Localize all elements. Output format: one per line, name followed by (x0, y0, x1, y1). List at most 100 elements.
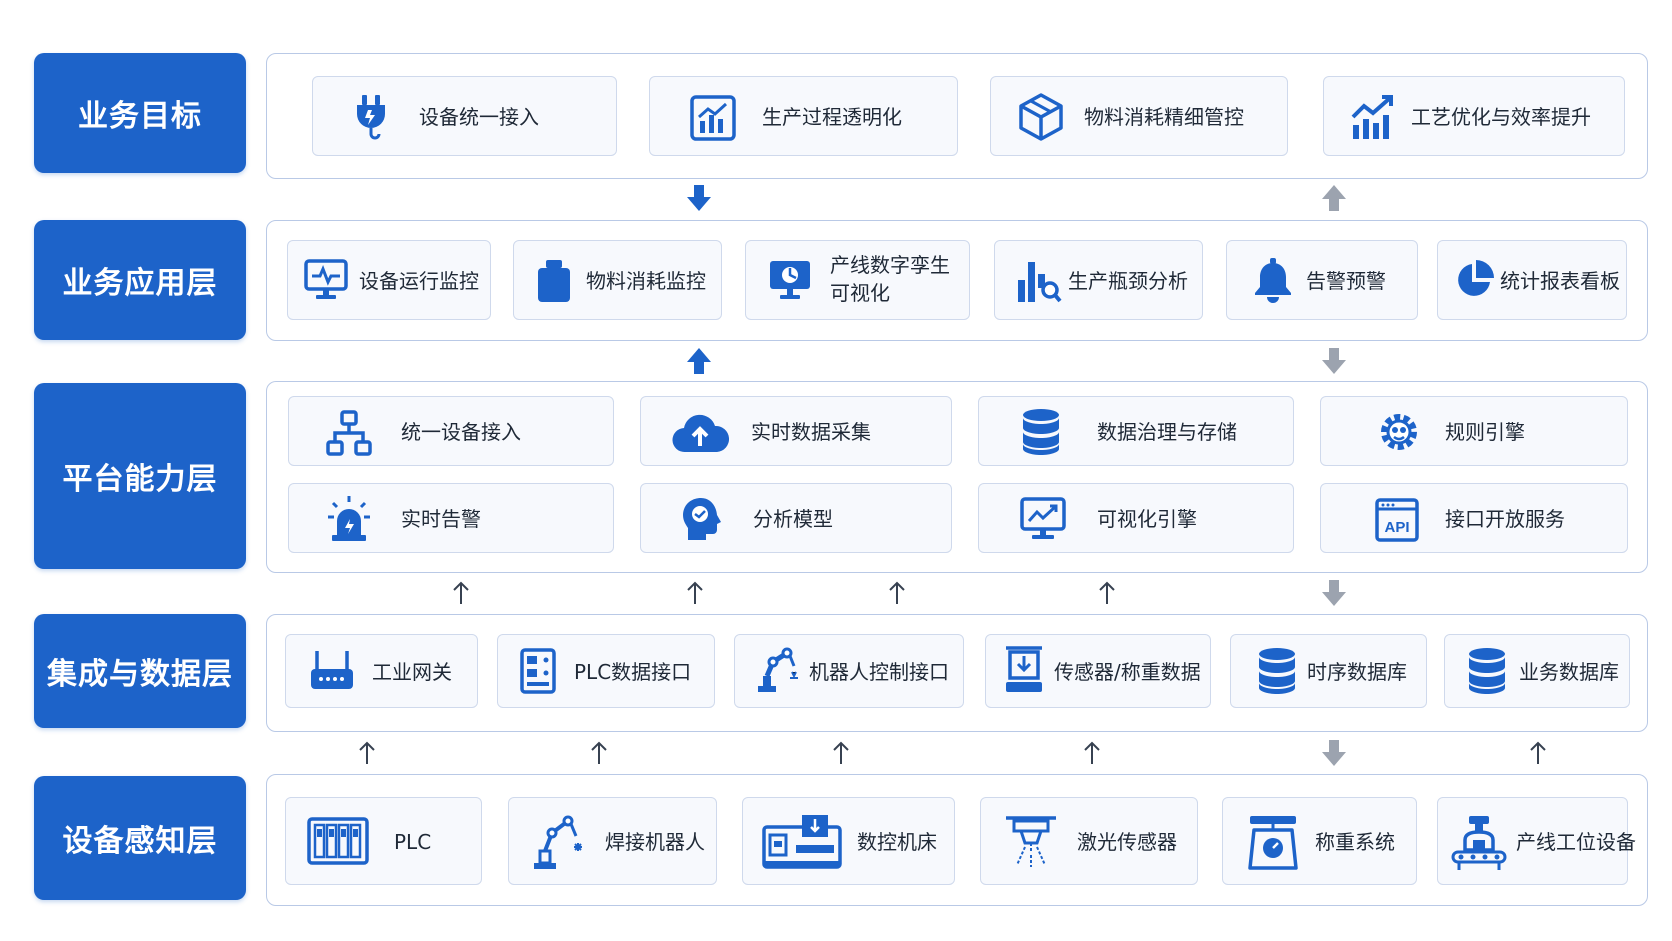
arrow-up-thin (453, 581, 469, 604)
cloud-upload-icon (671, 409, 729, 455)
app-label: 设备运行监控 (359, 269, 479, 293)
api-window-icon: API (1373, 496, 1421, 544)
arrow-up-thin (687, 581, 703, 604)
goal-card-device-access: 设备统一接入 (312, 76, 617, 156)
platform-card-visual-engine: 可视化引擎 (978, 483, 1294, 553)
cube-icon (1015, 91, 1067, 143)
integration-card-bizdb: 业务数据库 (1444, 634, 1630, 708)
layer-label-integration: 集成与数据层 (34, 614, 246, 728)
device-card-plc: PLC (285, 797, 482, 885)
integration-label: 机器人控制接口 (809, 660, 949, 684)
database-icon (1465, 647, 1509, 695)
pie-chart-icon (1452, 257, 1496, 303)
app-label: 产线数字孪生可视化 (830, 253, 950, 305)
platform-card-collection: 实时数据采集 (640, 396, 952, 466)
integration-card-plc: PLC数据接口 (497, 634, 715, 708)
weigh-sensor-icon (1002, 645, 1046, 695)
device-card-cnc: 数控机床 (742, 797, 955, 885)
goal-label: 物料消耗精细管控 (1084, 105, 1244, 129)
goal-label: 设备统一接入 (419, 105, 539, 129)
welding-robot-icon (529, 812, 591, 872)
platform-label: 可视化引擎 (1097, 507, 1197, 531)
plug-icon (349, 93, 393, 141)
device-card-welding-robot: 焊接机器人 (508, 797, 717, 885)
goal-card-transparency: 生产过程透明化 (649, 76, 958, 156)
device-label: 焊接机器人 (605, 830, 705, 854)
arrow-up-thin (889, 581, 905, 604)
monitor-pulse-icon (302, 257, 350, 303)
head-brain-icon (679, 494, 723, 544)
plc-rack-icon (306, 816, 370, 866)
goal-card-material: 物料消耗精细管控 (990, 76, 1288, 156)
layer-label-platform: 平台能力层 (34, 383, 246, 569)
device-label: 数控机床 (857, 830, 937, 854)
app-label: 生产瓶颈分析 (1068, 269, 1188, 293)
integration-card-robot: 机器人控制接口 (734, 634, 964, 708)
platform-label: 规则引擎 (1445, 420, 1525, 444)
monitor-chart-icon (1019, 496, 1067, 542)
app-card-alert: 告警预警 (1226, 240, 1418, 320)
conveyor-robot-icon (1450, 812, 1508, 874)
app-card-digital-twin: 产线数字孪生可视化 (745, 240, 970, 320)
platform-label: 接口开放服务 (1445, 507, 1565, 531)
platform-label: 分析模型 (753, 507, 833, 531)
arrow-up-thin (833, 741, 849, 764)
scale-icon (1245, 812, 1301, 872)
device-card-laser: 激光传感器 (980, 797, 1198, 885)
cnc-machine-icon (761, 812, 843, 872)
arrow-up-thin (1084, 741, 1100, 764)
layer-label-business-app: 业务应用层 (34, 220, 246, 340)
app-label: 物料消耗监控 (586, 269, 706, 293)
goal-label: 生产过程透明化 (762, 105, 902, 129)
arrow-down-gray (1322, 580, 1346, 606)
bar-chart-icon (688, 93, 738, 143)
arrow-down-blue (687, 185, 711, 211)
integration-card-sensor: 传感器/称重数据 (985, 634, 1211, 708)
device-label: 激光传感器 (1077, 830, 1177, 854)
layer-label-business-goals: 业务目标 (34, 53, 246, 173)
app-card-material-monitor: 物料消耗监控 (513, 240, 722, 320)
laser-sensor-icon (1003, 814, 1059, 870)
network-tree-icon (325, 409, 373, 457)
database-icon (1255, 647, 1299, 695)
arrow-down-gray (1322, 348, 1346, 374)
bar-search-icon (1015, 257, 1063, 305)
platform-card-realtime-alert: 实时告警 (288, 483, 614, 553)
arrow-up-thin (1530, 741, 1546, 764)
layer-panel-device (266, 774, 1648, 906)
integration-label: 传感器/称重数据 (1054, 660, 1201, 684)
integration-card-gateway: 工业网关 (285, 634, 478, 708)
goal-card-process: 工艺优化与效率提升 (1323, 76, 1625, 156)
goal-label: 工艺优化与效率提升 (1411, 105, 1591, 129)
platform-card-access: 统一设备接入 (288, 396, 614, 466)
svg-text:API: API (1384, 519, 1409, 536)
arrow-up-thin (591, 741, 607, 764)
robot-arm-icon (753, 645, 803, 695)
device-card-scale: 称重系统 (1222, 797, 1417, 885)
platform-label: 统一设备接入 (401, 420, 521, 444)
layer-label-device: 设备感知层 (34, 776, 246, 900)
platform-label: 实时告警 (401, 507, 481, 531)
device-card-station: 产线工位设备 (1437, 797, 1636, 885)
integration-label: PLC数据接口 (574, 660, 692, 684)
arrow-up-thin (1099, 581, 1115, 604)
app-label: 告警预警 (1306, 269, 1386, 293)
integration-card-tsdb: 时序数据库 (1230, 634, 1427, 708)
router-icon (308, 647, 356, 693)
container-icon (534, 257, 574, 305)
app-card-report: 统计报表看板 (1437, 240, 1627, 320)
device-label: 产线工位设备 (1516, 830, 1636, 854)
platform-card-api: API 接口开放服务 (1320, 483, 1628, 553)
platform-card-rules: 规则引擎 (1320, 396, 1628, 466)
app-card-bottleneck: 生产瓶颈分析 (994, 240, 1203, 320)
alarm-light-icon (325, 494, 373, 544)
bell-icon (1251, 255, 1295, 305)
gear-brain-icon (1375, 407, 1423, 457)
platform-card-storage: 数据治理与存储 (978, 396, 1294, 466)
app-label: 统计报表看板 (1500, 269, 1620, 293)
database-icon (1019, 407, 1063, 457)
device-label: 称重系统 (1315, 830, 1395, 854)
integration-label: 时序数据库 (1307, 660, 1407, 684)
arrow-up-blue (687, 348, 711, 374)
digital-twin-icon (766, 257, 814, 303)
